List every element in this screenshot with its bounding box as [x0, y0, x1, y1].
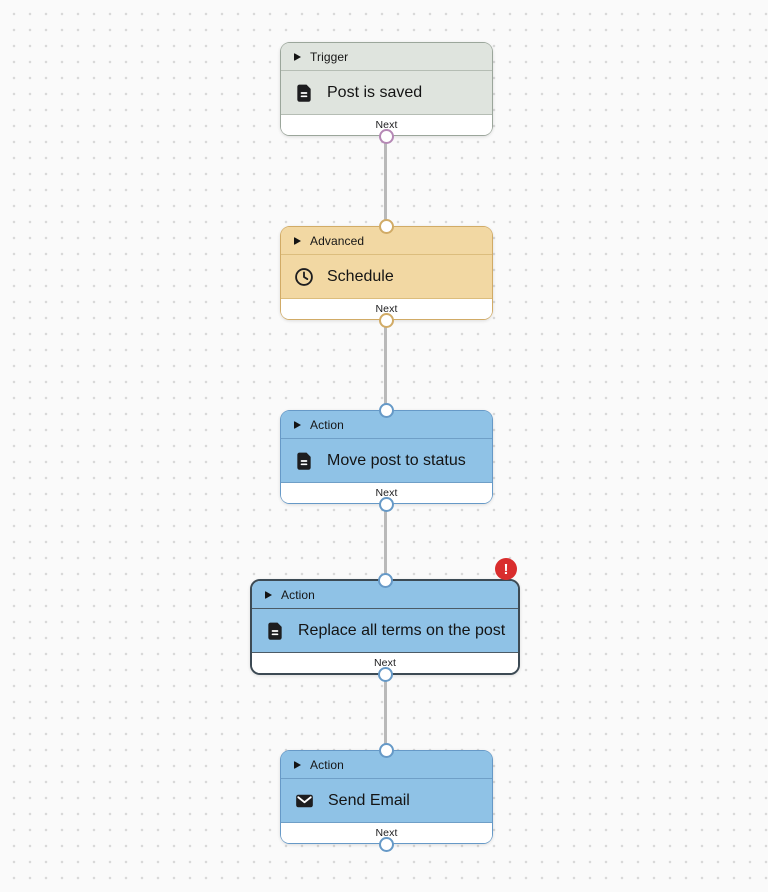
- node-category-label: Action: [310, 757, 344, 772]
- output-port[interactable]: [379, 836, 394, 852]
- collapse-caret-icon: [294, 52, 301, 61]
- connector-line: [384, 318, 387, 413]
- node-title: Send Email: [328, 791, 410, 809]
- node-action-move-post-to-status[interactable]: Action Move post to status Next: [280, 402, 493, 512]
- node-body[interactable]: Post is saved: [281, 71, 492, 115]
- next-label: Next: [375, 119, 398, 131]
- node-category-label: Advanced: [310, 233, 365, 248]
- collapse-caret-icon: [294, 420, 301, 429]
- node-title: Post is saved: [327, 83, 423, 101]
- node-category-label: Trigger: [310, 49, 349, 64]
- node-category-label: Action: [281, 587, 315, 602]
- next-label: Next: [374, 657, 396, 669]
- document-icon: [265, 621, 285, 641]
- error-badge[interactable]: !: [495, 558, 517, 580]
- collapse-caret-icon: [265, 590, 272, 599]
- connector-line: [384, 502, 387, 582]
- node-header[interactable]: Trigger: [281, 43, 492, 71]
- node-title: Replace all terms on the post: [298, 621, 506, 639]
- envelope-icon: [294, 791, 315, 811]
- node-footer: Next: [281, 823, 492, 843]
- node-action-send-email[interactable]: Action Send Email Next: [280, 742, 493, 852]
- collapse-caret-icon: [294, 760, 301, 769]
- node-body[interactable]: Schedule: [281, 255, 492, 299]
- node-advanced-schedule[interactable]: Advanced Schedule Next: [280, 218, 493, 328]
- output-port[interactable]: [377, 666, 393, 682]
- next-label: Next: [375, 487, 398, 499]
- connector-line: [384, 672, 387, 753]
- node-title: Move post to status: [327, 451, 466, 469]
- clock-icon: [294, 267, 314, 287]
- input-port[interactable]: [379, 742, 394, 758]
- node-body[interactable]: Replace all terms on the post: [252, 609, 518, 653]
- node-action-replace-all-terms[interactable]: ! Action Replace all terms on the post N…: [250, 558, 520, 682]
- collapse-caret-icon: [294, 236, 301, 245]
- node-body[interactable]: Move post to status: [281, 439, 492, 483]
- input-port[interactable]: [377, 572, 393, 588]
- document-icon: [294, 451, 314, 471]
- node-body[interactable]: Send Email: [281, 779, 492, 823]
- output-port[interactable]: [379, 496, 394, 512]
- node-footer: Next: [281, 115, 492, 135]
- node-trigger-post-is-saved[interactable]: Trigger Post is saved Next: [280, 42, 493, 144]
- node-header[interactable]: Action: [281, 751, 492, 779]
- output-port[interactable]: [379, 312, 394, 328]
- output-port[interactable]: [379, 128, 394, 144]
- node-category-label: Action: [310, 417, 344, 432]
- input-port[interactable]: [379, 218, 394, 234]
- node-footer: Next: [281, 483, 492, 503]
- node-footer: Next: [281, 299, 492, 319]
- input-port[interactable]: [379, 402, 394, 418]
- node-title: Schedule: [327, 267, 394, 285]
- node-footer: Next: [252, 653, 518, 673]
- connector-line: [384, 134, 387, 229]
- document-icon: [294, 83, 314, 103]
- next-label: Next: [375, 827, 398, 839]
- next-label: Next: [375, 303, 398, 315]
